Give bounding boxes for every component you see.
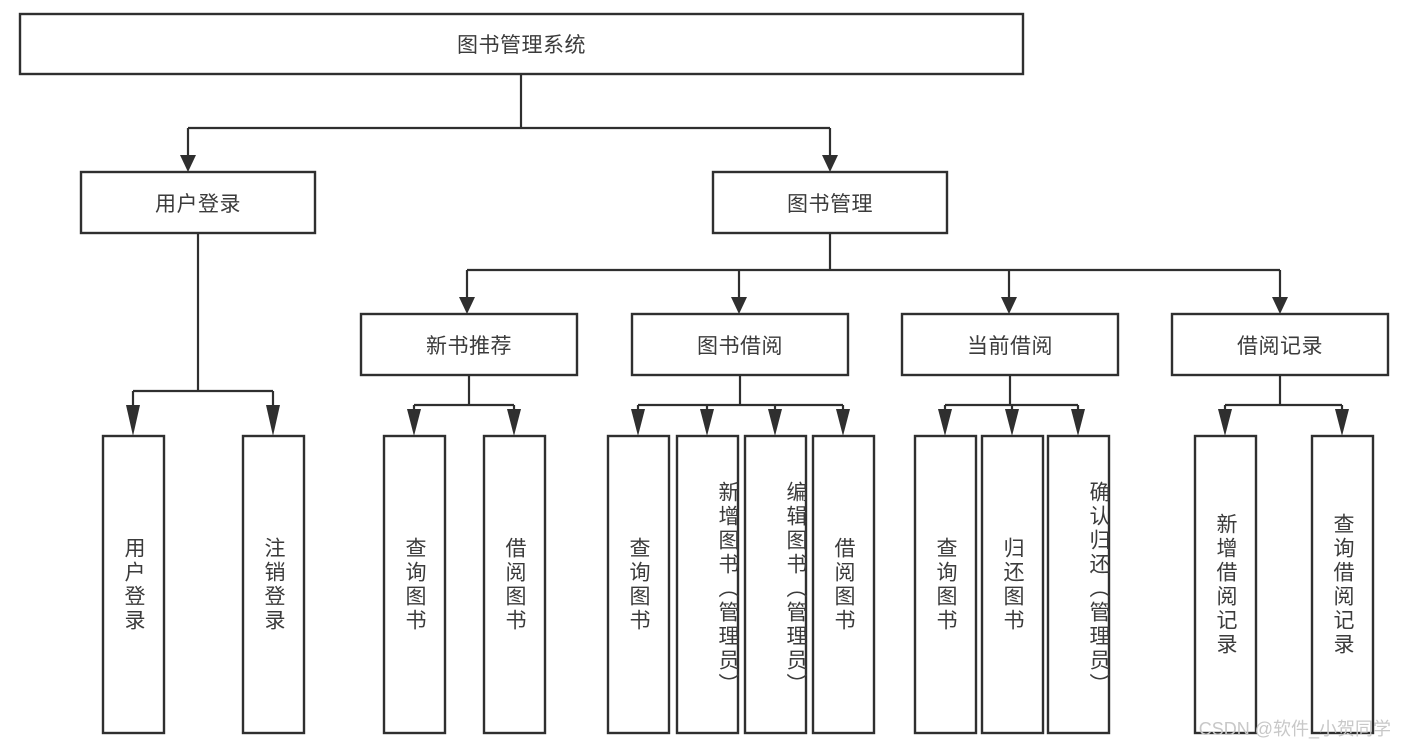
arrow-borrowrecord-leaf2 bbox=[1335, 409, 1349, 436]
arrow-to-new-book bbox=[459, 297, 475, 314]
node-box-leaf-book-borrow-3[interactable] bbox=[811, 434, 876, 735]
node-box-leaf-new-book-1[interactable] bbox=[482, 434, 547, 735]
node-box-leaf-current-borrow-2[interactable] bbox=[1046, 434, 1111, 735]
arrow-to-current-borrow bbox=[1001, 297, 1017, 314]
node-box-leaf-current-borrow-1[interactable] bbox=[980, 434, 1045, 735]
node-box-user-login[interactable] bbox=[79, 170, 317, 235]
node-box-book-management[interactable] bbox=[711, 170, 949, 235]
arrow-currentborrow-leaf3 bbox=[1071, 409, 1085, 436]
arrow-root-to-book-mgmt bbox=[822, 155, 838, 172]
arrow-bookborrow-leaf3 bbox=[768, 409, 782, 436]
node-box-leaf-book-borrow-2[interactable] bbox=[743, 434, 808, 735]
node-box-leaf-book-borrow-1[interactable] bbox=[675, 434, 740, 735]
arrow-newbook-leaf2 bbox=[507, 409, 521, 436]
node-box-leaf-current-borrow-0[interactable] bbox=[913, 434, 978, 735]
node-box-root[interactable] bbox=[18, 12, 1025, 76]
arrow-userlogin-leaf2 bbox=[266, 405, 280, 436]
arrow-currentborrow-leaf1 bbox=[938, 409, 952, 436]
arrow-bookborrow-leaf1 bbox=[631, 409, 645, 436]
arrow-root-to-user-login bbox=[180, 155, 196, 172]
node-box-new-book-recommend[interactable] bbox=[359, 312, 579, 377]
node-box-leaf-new-book-0[interactable] bbox=[382, 434, 447, 735]
node-box-borrow-record[interactable] bbox=[1170, 312, 1390, 377]
node-box-leaf-book-borrow-0[interactable] bbox=[606, 434, 671, 735]
arrow-borrowrecord-leaf1 bbox=[1218, 409, 1232, 436]
arrow-bookborrow-leaf2 bbox=[700, 409, 714, 436]
arrow-newbook-leaf1 bbox=[407, 409, 421, 436]
node-box-group bbox=[18, 12, 1390, 735]
node-box-leaf-borrow-record-0[interactable] bbox=[1193, 434, 1258, 735]
node-box-leaf-user-login-0[interactable] bbox=[101, 434, 166, 735]
arrow-bookborrow-leaf4 bbox=[836, 409, 850, 436]
arrow-to-book-borrow bbox=[731, 297, 747, 314]
connector-group bbox=[126, 74, 1349, 436]
arrow-currentborrow-leaf2 bbox=[1005, 409, 1019, 436]
node-box-leaf-user-login-1[interactable] bbox=[241, 434, 306, 735]
arrow-to-borrow-record bbox=[1272, 297, 1288, 314]
arrow-userlogin-leaf1 bbox=[126, 405, 140, 436]
node-box-leaf-borrow-record-1[interactable] bbox=[1310, 434, 1375, 735]
node-box-current-borrow[interactable] bbox=[900, 312, 1120, 377]
node-box-book-borrow[interactable] bbox=[630, 312, 850, 377]
